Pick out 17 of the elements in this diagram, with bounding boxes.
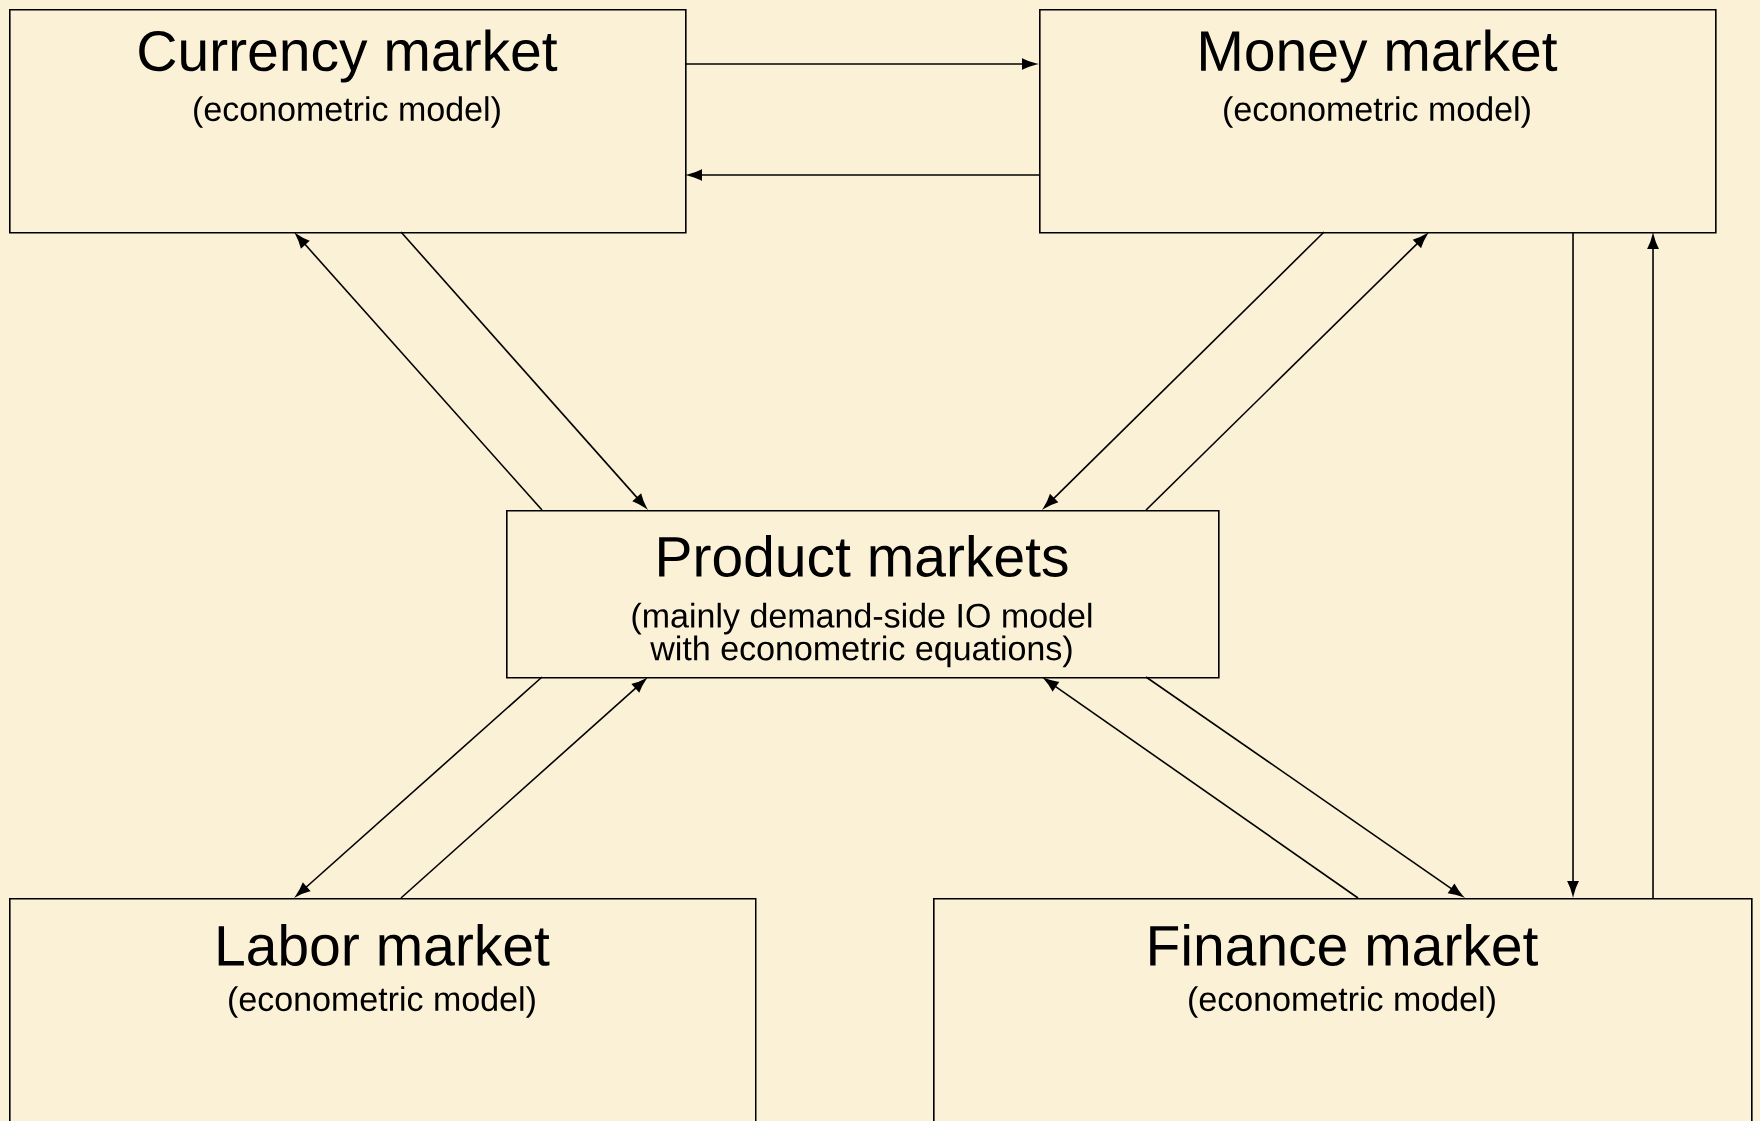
arrow bbox=[687, 169, 1040, 181]
arrow bbox=[400, 678, 647, 899]
arrow bbox=[1567, 231, 1579, 896]
arrow bbox=[684, 58, 1037, 70]
arrow bbox=[295, 233, 543, 511]
market-box: Money market (econometric model) bbox=[1039, 9, 1717, 234]
arrow bbox=[1145, 676, 1463, 897]
market-box: Product markets (mainly demand-side IO model with econometric equations) bbox=[506, 510, 1220, 679]
market-box: Currency market (econometric model) bbox=[9, 9, 687, 234]
market-box: Labor market (econometric model) bbox=[9, 898, 757, 1121]
market-box: Finance market (econometric model) bbox=[933, 898, 1753, 1121]
arrow bbox=[1647, 234, 1659, 899]
arrow bbox=[1043, 231, 1325, 509]
arrow bbox=[400, 231, 647, 509]
arrow bbox=[295, 676, 543, 897]
arrow bbox=[1044, 678, 1359, 899]
arrow bbox=[1145, 233, 1428, 511]
